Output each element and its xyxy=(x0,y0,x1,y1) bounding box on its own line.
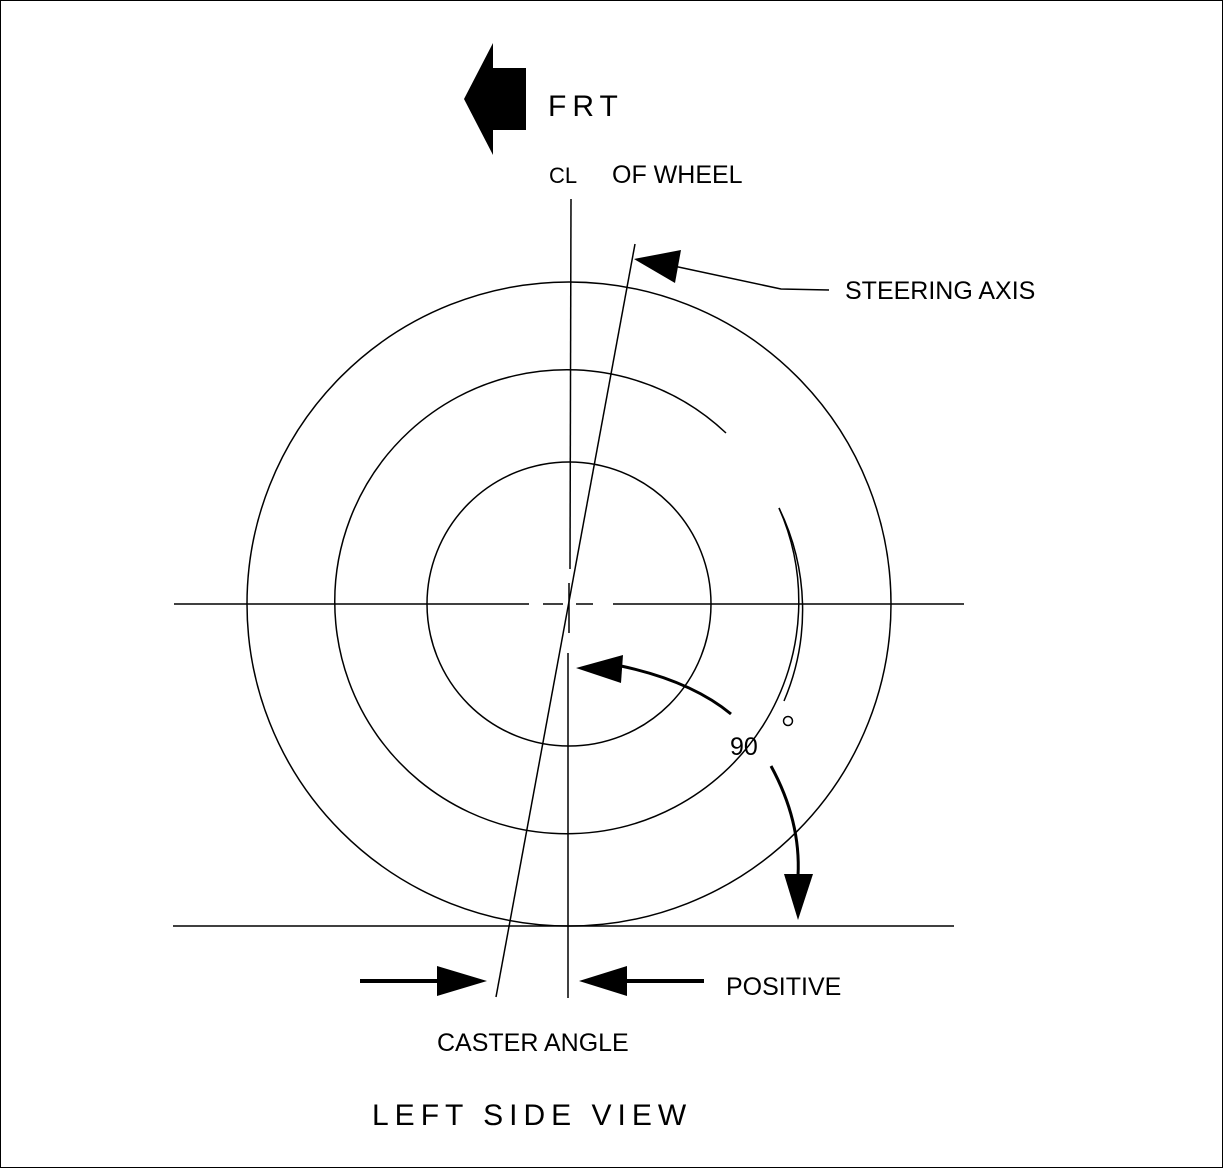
caster-right-arrowhead-icon xyxy=(579,966,627,996)
front-arrow-icon xyxy=(464,43,526,155)
positive-label: POSITIVE xyxy=(726,973,841,1001)
angle-arrowhead-upper-icon xyxy=(576,655,623,683)
caster-angle-label: CASTER ANGLE xyxy=(437,1029,629,1057)
steering-axis-arrowhead-icon xyxy=(634,250,681,283)
steering-axis-label: STEERING AXIS xyxy=(845,277,1035,305)
angle-value-label: 90 xyxy=(730,733,758,761)
steering-axis-leader xyxy=(668,264,830,291)
wheel-middle-circle xyxy=(334,368,800,835)
centerline-of-wheel-label: OF WHEEL xyxy=(612,161,743,189)
view-title: LEFT SIDE VIEW xyxy=(372,1099,692,1132)
front-label: FRT xyxy=(548,90,624,123)
centerline-symbol: CL xyxy=(549,163,577,188)
angle-arc-upper xyxy=(620,664,732,716)
degree-symbol xyxy=(782,715,794,727)
caster-left-arrowhead-icon xyxy=(437,966,487,996)
angle-arc-lower xyxy=(769,765,800,877)
steering-axis-line xyxy=(495,243,636,998)
wheel-centerline-vertical-top xyxy=(569,198,572,570)
angle-arrowhead-lower-icon xyxy=(784,874,813,920)
